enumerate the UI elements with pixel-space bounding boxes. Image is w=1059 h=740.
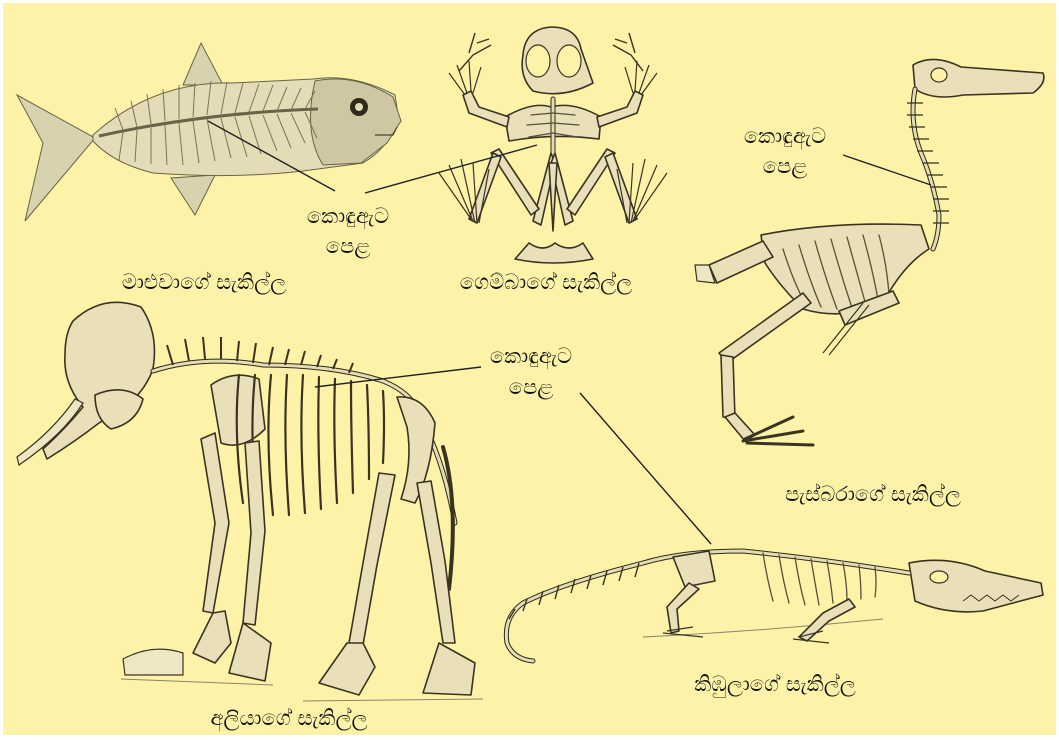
frog-skeleton (439, 27, 667, 263)
crocodile-caption: කිඹුලාගේ සැකිල්ල (694, 672, 856, 698)
ostrich-skeleton (695, 59, 1044, 445)
spine-label-bird: කොඳුඇට පෙළ (744, 124, 826, 179)
skeleton-diagram: කොඳුඇට පෙළ කොඳුඇට පෙළ කොඳුඇට පෙළ මාළුවාග… (3, 3, 1056, 735)
spine-label-line1: කොඳුඇට (490, 344, 572, 370)
spine-label-fish-frog: කොඳුඇට පෙළ (307, 204, 389, 259)
ostrich-caption: පැස්බරාගේ සැකිල්ල (785, 482, 961, 507)
spine-label-elephant-crocodile: කොඳුඇට පෙළ (490, 344, 572, 400)
fish-caption: මාළුවාගේ සැකිල්ල (122, 270, 286, 295)
elephant-skeleton (17, 302, 483, 701)
spine-label-line1: කොඳුඇට (744, 124, 826, 150)
diagram-panel: කොඳුඇට පෙළ කොඳුඇට පෙළ කොඳුඇට පෙළ මාළුවාග… (3, 3, 1056, 735)
leader-lines (208, 121, 931, 544)
spine-label-line2: පෙළ (763, 154, 808, 179)
fish-skeleton (17, 43, 401, 221)
elephant-caption: අලියාගේ සැකිල්ල (210, 706, 367, 732)
crocodile-skeleton (506, 551, 1043, 661)
spine-label-line2: පෙළ (326, 234, 371, 259)
spine-label-line2: පෙළ (509, 375, 554, 400)
frog-caption: ගෙම්බාගේ සැකිල්ල (460, 270, 632, 295)
spine-label-line1: කොඳුඇට (307, 204, 389, 230)
